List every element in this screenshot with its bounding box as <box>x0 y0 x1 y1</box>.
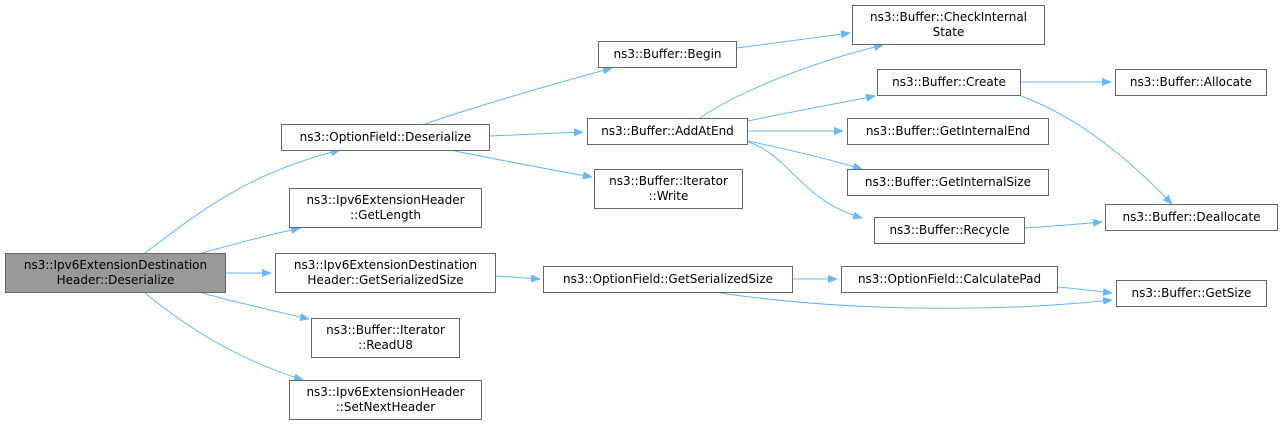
node-ipv6dest-getserializedsize[interactable]: ns3::Ipv6ExtensionDestination Header::Ge… <box>275 253 496 293</box>
edge-root-to-iterator-readu8 <box>201 292 310 321</box>
edge-buffer-create-to-buffer-deallocate <box>1020 95 1173 205</box>
edge-buffer-recycle-to-buffer-deallocate <box>1024 218 1103 229</box>
node-buffer-addatend[interactable]: ns3::Buffer::AddAtEnd <box>587 118 748 145</box>
node-root-deserialize: ns3::Ipv6ExtensionDestination Header::De… <box>5 253 226 293</box>
node-ipv6ext-setnextheader[interactable]: ns3::Ipv6ExtensionHeader ::SetNextHeader <box>289 380 482 420</box>
node-iterator-readu8[interactable]: ns3::Buffer::Iterator ::ReadU8 <box>311 318 460 358</box>
edge-buffer-addatend-to-getinternalsize <box>747 140 863 171</box>
edge-optionfield-deserialize-to-iterator-write <box>454 150 593 180</box>
node-optionfield-deserialize[interactable]: ns3::OptionField::Deserialize <box>281 124 490 151</box>
edge-optionfield-getserializedsize-to-buffer-getsize <box>719 292 1113 309</box>
edge-ipv6dest-getserializedsize-to-optionfield-getserializedsize <box>495 274 541 283</box>
edge-root-to-ipv6ext-setnextheader <box>144 292 304 382</box>
node-buffer-create[interactable]: ns3::Buffer::Create <box>877 69 1021 96</box>
edge-optionfield-deserialize-to-buffer-begin <box>424 66 613 125</box>
node-buffer-deallocate[interactable]: ns3::Buffer::Deallocate <box>1105 204 1278 231</box>
edge-calculatepad-to-buffer-getsize <box>1057 286 1113 296</box>
node-buffer-allocate[interactable]: ns3::Buffer::Allocate <box>1115 69 1267 96</box>
edge-buffer-begin-to-checkinternalstate <box>736 30 851 49</box>
node-buffer-recycle[interactable]: ns3::Buffer::Recycle <box>874 217 1025 244</box>
edge-buffer-addatend-to-buffer-recycle <box>747 141 863 220</box>
node-iterator-write[interactable]: ns3::Buffer::Iterator ::Write <box>594 169 743 209</box>
node-optionfield-calculatepad[interactable]: ns3::OptionField::CalculatePad <box>841 266 1058 293</box>
node-buffer-begin[interactable]: ns3::Buffer::Begin <box>598 41 737 68</box>
node-optionfield-getserializedsize[interactable]: ns3::OptionField::GetSerializedSize <box>543 266 793 293</box>
node-ipv6ext-getlength[interactable]: ns3::Ipv6ExtensionHeader ::GetLength <box>289 188 482 228</box>
edge-buffer-addatend-to-checkinternalstate <box>699 43 884 119</box>
node-buffer-getsize[interactable]: ns3::Buffer::GetSize <box>1116 280 1267 307</box>
edge-optionfield-deserialize-to-buffer-addatend <box>489 128 584 137</box>
edge-buffer-addatend-to-buffer-create <box>747 93 876 122</box>
edge-root-to-ipv6ext-getlength <box>201 226 301 254</box>
node-buffer-checkinternalstate[interactable]: ns3::Buffer::CheckInternal State <box>852 5 1045 45</box>
node-buffer-getinternalsize[interactable]: ns3::Buffer::GetInternalSize <box>847 169 1049 196</box>
edge-root-to-optionfield-deserialize <box>144 148 341 254</box>
node-buffer-getinternalend[interactable]: ns3::Buffer::GetInternalEnd <box>847 118 1049 145</box>
